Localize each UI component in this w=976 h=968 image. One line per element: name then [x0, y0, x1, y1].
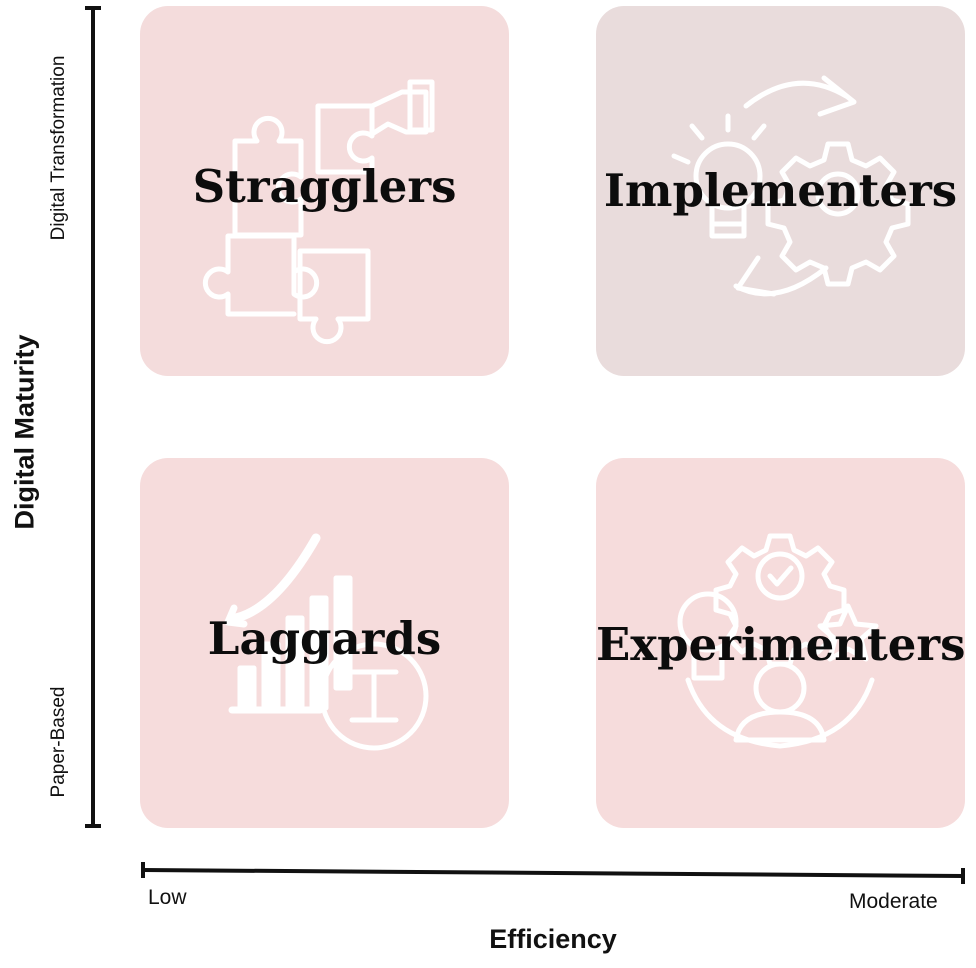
y-axis-title: Digital Maturity: [9, 334, 40, 530]
idea-gear-cycle-icon: [671, 75, 911, 297]
growth-chart-icon: [224, 533, 429, 751]
puzzle-hand-icon: [202, 79, 435, 345]
quadrant-label: Experimenters: [596, 618, 965, 671]
y-axis-top-tick: [85, 6, 101, 10]
quadrant-stragglers: Stragglers: [140, 6, 509, 376]
quadrant-implementers: Implementers: [596, 6, 965, 376]
quadrant-laggards: Laggards: [140, 458, 509, 828]
x-axis-right-label: Moderate: [849, 890, 938, 913]
y-axis-bottom-label: Paper-Based: [48, 686, 69, 798]
x-axis-left-label: Low: [148, 886, 187, 909]
y-axis-line: [91, 8, 95, 826]
quadrant-label: Laggards: [207, 612, 442, 665]
quadrant-experimenters: Experimenters: [596, 458, 965, 828]
x-axis-line: [142, 868, 964, 878]
y-axis-top-label: Digital Transformation: [48, 55, 69, 241]
quadrant-label: Stragglers: [192, 160, 457, 213]
quadrant-label: Implementers: [603, 164, 958, 217]
person-idea-gear-icon: [677, 533, 879, 749]
x-axis-title: Efficiency: [489, 924, 617, 954]
y-axis-bottom-tick: [85, 824, 101, 828]
